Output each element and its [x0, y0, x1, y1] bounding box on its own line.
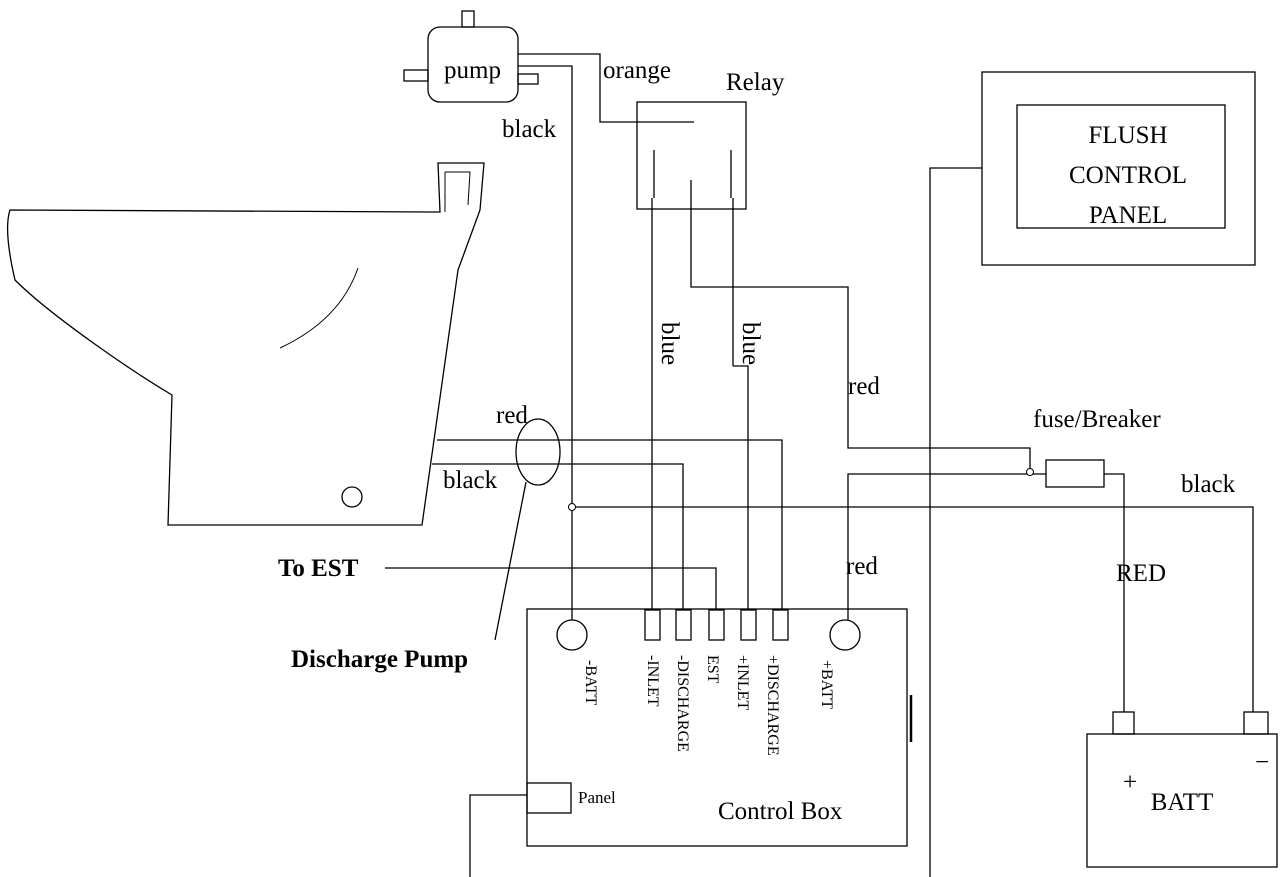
- terminal-label-pos-batt: +BATT: [818, 660, 835, 709]
- control-box-label: Control Box: [718, 798, 843, 825]
- flush-panel-line-1: FLUSH: [1088, 122, 1167, 149]
- black-wire-batt: [572, 506, 1254, 712]
- red-wire-batt: [1104, 473, 1125, 712]
- black-wire-toilet: [432, 463, 684, 610]
- est-wire: [385, 567, 717, 610]
- black-toilet-label: black: [443, 467, 498, 494]
- black-wire-pump: [518, 65, 573, 620]
- terminal-neg-discharge: [675, 609, 692, 641]
- red-toilet-label: red: [496, 402, 528, 429]
- red-wire-relay: [690, 209, 1031, 470]
- blue-right-label: blue: [737, 322, 764, 365]
- black-batt-label: black: [1181, 471, 1236, 498]
- discharge-pump-leader: [494, 481, 527, 641]
- panel-cable: [469, 794, 527, 877]
- black-pump-label: black: [502, 116, 557, 143]
- red-batt-label: RED: [1116, 560, 1166, 587]
- discharge-pump-label: Discharge Pump: [291, 646, 468, 673]
- terminal-neg-batt: [556, 619, 588, 651]
- battery: + − BATT: [1086, 711, 1278, 868]
- panel-port-label: Panel: [578, 788, 616, 807]
- terminal-pos-discharge: [772, 609, 789, 641]
- relay-component: Relay: [636, 69, 785, 210]
- battery-label: BATT: [1151, 789, 1214, 816]
- terminal-label-est: EST: [704, 655, 721, 684]
- pump-component: pump: [403, 10, 539, 103]
- orange-wire: [518, 53, 694, 123]
- to-est-label: To EST: [278, 555, 359, 582]
- battery-plus: +: [1123, 769, 1137, 796]
- pump-label: pump: [444, 57, 501, 84]
- terminal-neg-inlet: [644, 609, 661, 641]
- control-box: Panel Control Box -BATT -INLET -DISCHARG…: [526, 608, 913, 847]
- orange-label: orange: [603, 57, 671, 84]
- panel-port: [526, 782, 572, 814]
- toilet-bowl: [6, 162, 485, 526]
- terminal-pos-inlet: [740, 609, 757, 641]
- panel-wire: [929, 167, 982, 877]
- discharge-pump-ellipse: [515, 418, 561, 486]
- flush-panel-line-3: PANEL: [1089, 202, 1167, 229]
- terminal-label-pos-inlet: +INLET: [734, 655, 751, 710]
- red-wire-toilet: [437, 439, 783, 610]
- terminal-est: [708, 609, 725, 641]
- terminal-label-neg-discharge: -DISCHARGE: [674, 655, 691, 752]
- relay-label: Relay: [726, 69, 785, 96]
- red-batt-box-label: red: [846, 553, 878, 580]
- fuse-breaker: fuse/Breaker: [1033, 406, 1161, 488]
- terminal-label-neg-inlet: -INLET: [644, 655, 661, 707]
- blue-wire-right-lower: [733, 365, 749, 610]
- battery-minus: −: [1255, 749, 1269, 776]
- red-relay-label: red: [848, 373, 880, 400]
- terminal-label-neg-batt: -BATT: [582, 660, 599, 706]
- flush-panel-line-2: CONTROL: [1069, 162, 1187, 189]
- terminal-pos-batt: [829, 619, 861, 651]
- fuse-label: fuse/Breaker: [1033, 406, 1161, 433]
- red-wire-batt-box: [847, 473, 1046, 620]
- terminal-label-pos-discharge: +DISCHARGE: [764, 655, 781, 756]
- blue-left-label: blue: [656, 322, 683, 365]
- flush-control-panel: FLUSH CONTROL PANEL: [981, 71, 1256, 266]
